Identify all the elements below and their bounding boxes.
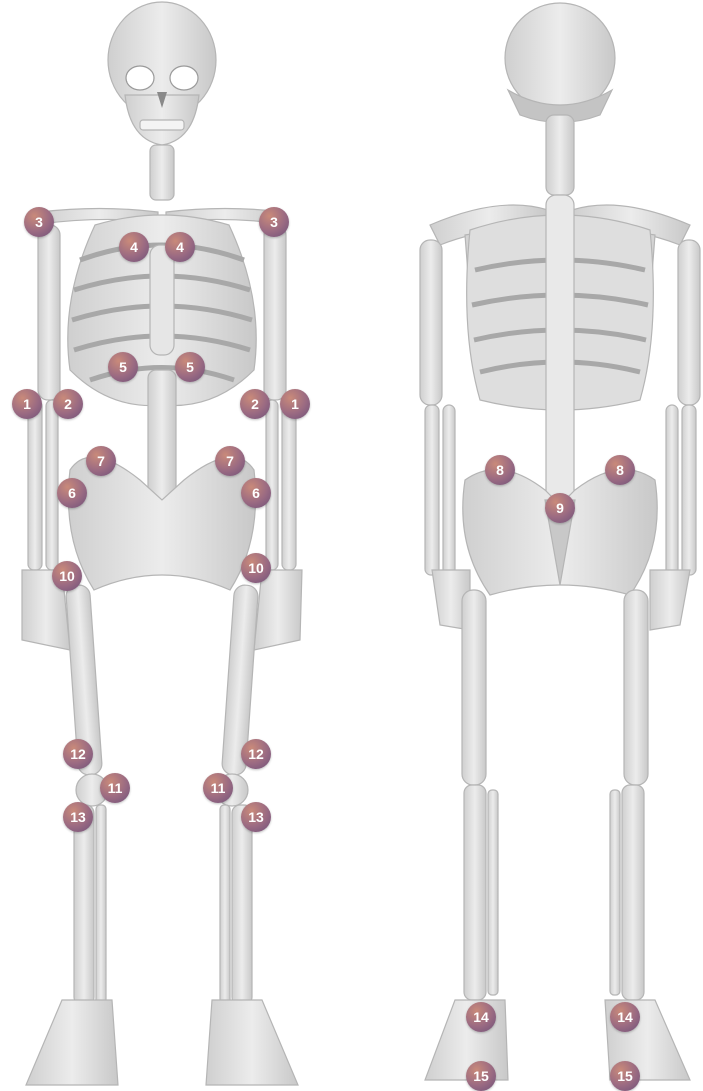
marker-4-right: 4 xyxy=(165,232,195,262)
marker-1-right: 1 xyxy=(280,389,310,419)
marker-6-right: 6 xyxy=(241,478,271,508)
marker-2-left: 2 xyxy=(53,389,83,419)
marker-8-left: 8 xyxy=(485,455,515,485)
marker-11-left: 11 xyxy=(100,773,130,803)
marker-5-left: 5 xyxy=(108,352,138,382)
marker-10-right: 10 xyxy=(241,553,271,583)
marker-13-left: 13 xyxy=(63,802,93,832)
marker-1-left: 1 xyxy=(12,389,42,419)
marker-3-left: 3 xyxy=(24,207,54,237)
marker-15-right: 15 xyxy=(610,1061,640,1091)
back-skeleton xyxy=(420,3,700,1080)
marker-8-right: 8 xyxy=(605,455,635,485)
marker-12-left: 12 xyxy=(63,739,93,769)
marker-13-right: 13 xyxy=(241,802,271,832)
marker-5-right: 5 xyxy=(175,352,205,382)
marker-7-right: 7 xyxy=(215,446,245,476)
marker-7-left: 7 xyxy=(86,446,116,476)
marker-10-left: 10 xyxy=(52,561,82,591)
marker-3-right: 3 xyxy=(259,207,289,237)
marker-2-right: 2 xyxy=(240,389,270,419)
marker-9: 9 xyxy=(545,493,575,523)
marker-15-left: 15 xyxy=(466,1061,496,1091)
front-skeleton xyxy=(22,2,302,1085)
marker-6-left: 6 xyxy=(57,478,87,508)
marker-4-left: 4 xyxy=(119,232,149,262)
marker-11-right: 11 xyxy=(203,773,233,803)
marker-14-right: 14 xyxy=(610,1002,640,1032)
marker-14-left: 14 xyxy=(466,1002,496,1032)
marker-12-right: 12 xyxy=(241,739,271,769)
